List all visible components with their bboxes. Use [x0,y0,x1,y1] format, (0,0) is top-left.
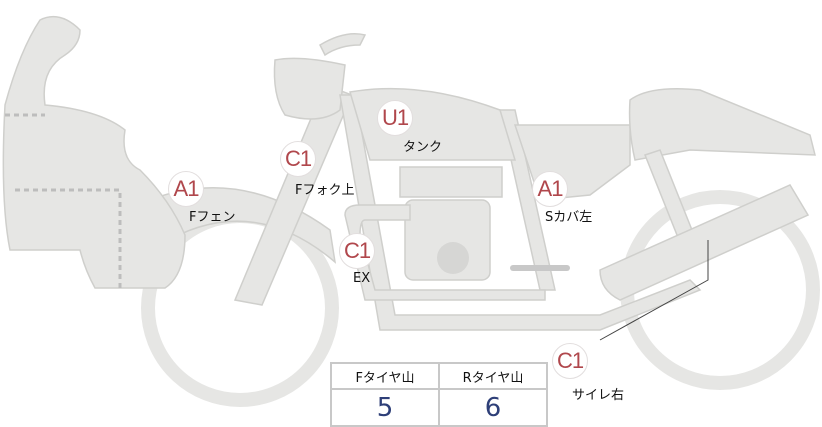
damage-marker[interactable]: A1 [532,171,568,207]
marker-label: Sカバ左 [545,210,593,225]
engine-top [399,166,503,198]
damage-marker[interactable]: U1 [377,100,413,136]
marker-label: Fフェン [189,210,236,225]
damage-marker[interactable]: C1 [280,141,316,177]
muffler-pointer-line [599,240,709,341]
engine-cover [437,242,469,274]
muffler [599,184,810,301]
seat [628,88,816,161]
marker-label: Fフォク上 [295,183,355,198]
marker-label: タンク [403,140,443,155]
damage-marker[interactable]: A1 [168,171,204,207]
marker-label: EX [353,271,371,286]
headlight-cover [273,57,346,120]
footpeg [510,265,570,271]
front-tire-value: 5 [330,388,440,427]
front-tire-header: Fタイヤ山 [330,362,440,390]
marker-label: サイレ右 [572,388,625,403]
handlebar [319,33,367,57]
rear-tire-value: 6 [438,388,548,427]
damage-marker[interactable]: C1 [339,233,375,269]
rear-tire-header: Rタイヤ山 [438,362,548,390]
frame [339,94,702,331]
fairing [2,15,186,289]
damage-marker[interactable]: C1 [552,343,588,379]
